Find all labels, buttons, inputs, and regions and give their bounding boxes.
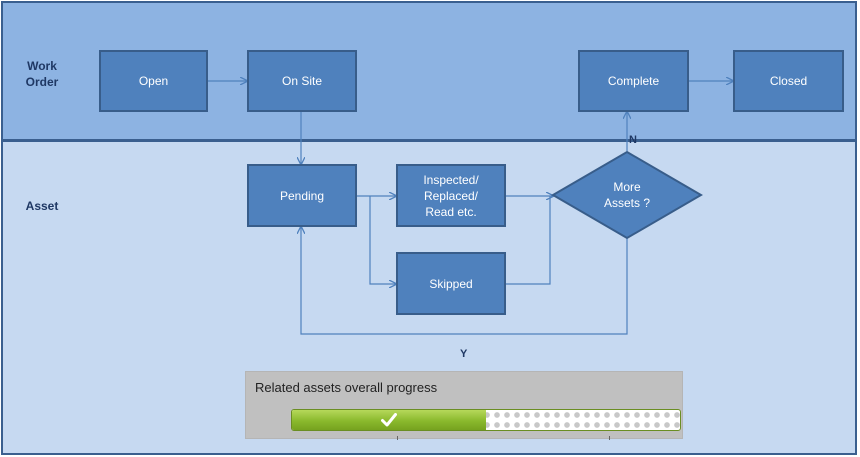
more-assets-decision-label: More Assets ? [603,180,651,210]
edge-label-no: N [629,134,637,146]
work-order-lane-label: Work Order [25,59,59,89]
progress-tick [609,436,610,440]
progress-fill [292,410,486,430]
edge-pending-skipped [369,196,396,284]
edge-decision-pending [301,227,628,335]
asset-lane-label: Asset [25,199,59,213]
edge-label-yes: Y [460,348,468,360]
node-inspected: Inspected/ Replaced/ Read etc. [396,164,506,227]
progress-tick [397,436,398,440]
check-icon [381,413,397,427]
node-on-site: On Site [247,50,357,112]
progress-title: Related assets overall progress [255,380,438,395]
progress-panel: Related assets overall progress [245,371,683,439]
node-skipped: Skipped [396,252,506,315]
node-closed: Closed [733,50,844,112]
edge-skipped-decision [506,196,551,285]
more-assets-decision-shape [551,150,703,240]
node-complete: Complete [578,50,689,112]
node-pending: Pending [247,164,357,227]
progress-bar [291,409,681,431]
node-open: Open [99,50,208,112]
